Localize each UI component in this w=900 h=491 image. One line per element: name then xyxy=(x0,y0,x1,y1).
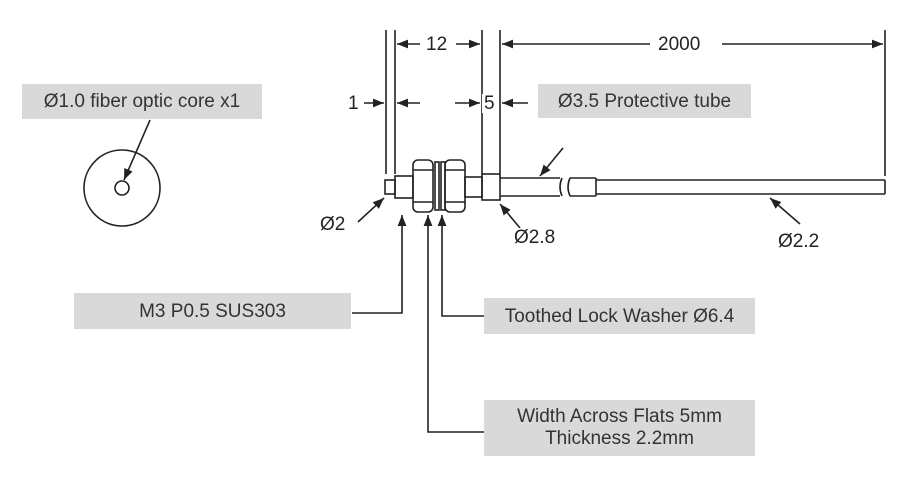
dia-2-8-label: Ø2.8 xyxy=(512,227,558,248)
callout-hex-nut-line1: Width Across Flats 5mm xyxy=(517,406,722,428)
thread-leader xyxy=(352,215,407,314)
probe-tip xyxy=(384,179,396,195)
dia-2-2-label: Ø2.2 xyxy=(776,231,822,252)
hex-nut-left xyxy=(412,159,434,213)
callout-hex-nut: Width Across Flats 5mm Thickness 2.2mm xyxy=(484,400,755,456)
dia-2-leader xyxy=(357,197,385,223)
dim-2000-label: 2000 xyxy=(656,34,703,55)
nut-leader xyxy=(423,215,484,433)
dia-2-8-leader xyxy=(499,203,521,229)
metal-sleeve xyxy=(481,173,501,201)
callout-hex-nut-line2: Thickness 2.2mm xyxy=(545,428,694,449)
dim-12-label: 12 xyxy=(424,34,450,55)
fiber-end-view-outer xyxy=(83,149,161,227)
lock-washer-a xyxy=(434,161,440,211)
hex-nut-right xyxy=(444,159,466,213)
washer-leader xyxy=(437,215,484,317)
callout-core: Ø1.0 fiber optic core x1 xyxy=(22,84,262,119)
core-leader-line xyxy=(123,119,151,181)
fiber-core-circle xyxy=(114,180,130,196)
dia-2-label: Ø2 xyxy=(318,214,348,235)
tube-leader xyxy=(539,147,564,177)
callout-lock-washer: Toothed Lock Washer Ø6.4 xyxy=(484,298,755,334)
dia-2-2-leader xyxy=(769,197,801,225)
dim-1-label: 1 xyxy=(346,93,361,114)
threaded-body xyxy=(394,175,414,199)
tube-break-mark xyxy=(559,177,571,197)
threaded-body-rear xyxy=(464,176,483,198)
dim-5-label: 5 xyxy=(482,93,497,114)
callout-protective-tube: Ø3.5 Protective tube xyxy=(538,84,751,118)
callout-thread: M3 P0.5 SUS303 xyxy=(74,293,351,329)
